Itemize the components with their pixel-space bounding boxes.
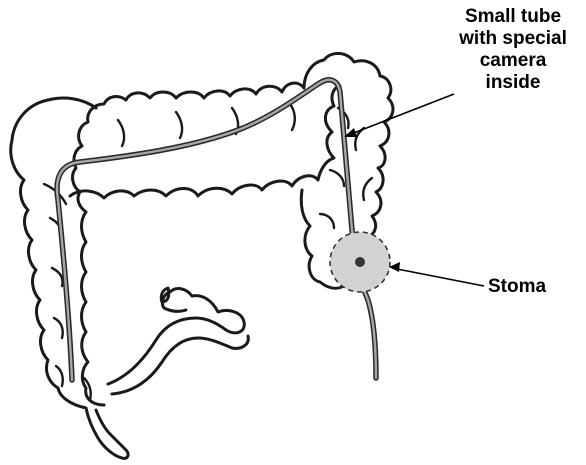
colon-folds: [44, 104, 372, 400]
stoma-pointer-line: [392, 268, 484, 286]
tube-label-line-2: with special: [440, 28, 586, 50]
stoma-opening: [330, 232, 390, 292]
colon-outer-wall: [73, 53, 393, 405]
tube-label: Small tube with special camera inside: [440, 6, 586, 94]
tube-label-line-1: Small tube: [440, 6, 586, 28]
colon-inner-wall: [11, 86, 346, 458]
stoma-label: Stoma: [488, 276, 546, 298]
ileum-stub: [108, 289, 248, 394]
tube-label-line-4: inside: [440, 72, 586, 94]
tube-pointer-line: [346, 94, 454, 136]
tube-label-line-3: camera: [440, 50, 586, 72]
